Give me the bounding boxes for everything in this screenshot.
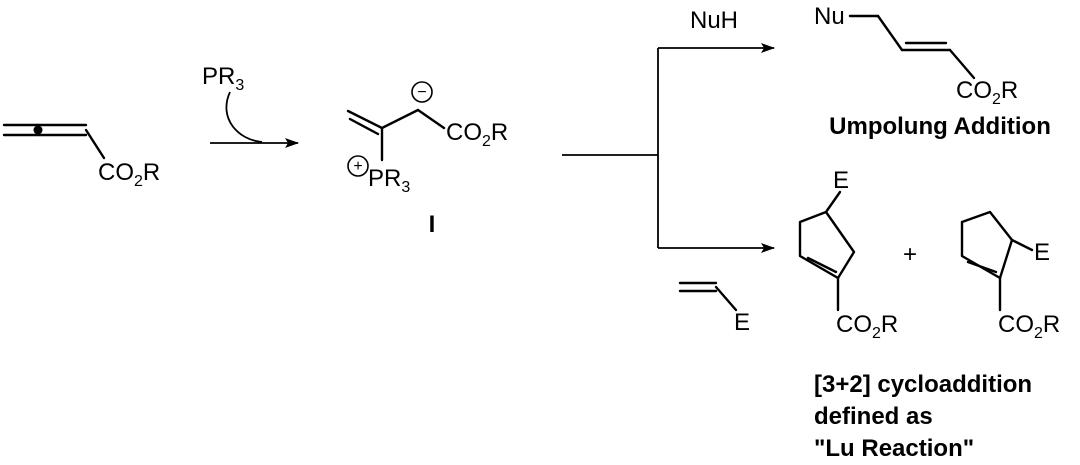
chain-bond [876, 14, 904, 52]
cycloadduct-b-substituent-label: E [1034, 239, 1050, 266]
cycloadduct-b-ester-label: CO2R [998, 311, 1060, 342]
plus-sign: + [903, 241, 917, 268]
allenoate-ester-label: CO2R [98, 159, 160, 190]
cyclopentene-ring [960, 210, 1014, 280]
nucleophile-group-label: Nu [814, 3, 845, 30]
caption-line-1: [3+2] cycloaddition [814, 371, 1032, 398]
nucleophile-reagent-label: NuH [690, 7, 738, 34]
positive-charge-sign: + [353, 158, 362, 175]
intermediate-ester-label: CO2R [446, 119, 508, 150]
umpolung-ester-label: CO2R [956, 77, 1018, 108]
branching-arrows: NuH E [562, 7, 775, 336]
caption-line-3: "Lu Reaction" [814, 435, 974, 462]
vinyl-double-bond [348, 117, 380, 136]
allenoate-structure: CO2R [2, 123, 160, 190]
allene-central-carbon [33, 125, 43, 135]
ring-double-bond [806, 256, 838, 274]
ester-bond [948, 48, 976, 80]
cycloadduct-a-substituent-label: E [833, 167, 849, 194]
positive-charge-symbol [347, 155, 369, 177]
umpolung-product-structure: Nu CO2R Umpolung Addition [814, 3, 1051, 140]
negative-charge-sign: − [417, 84, 426, 101]
ester-bond [84, 128, 106, 160]
phosphine-reagent-label: PR3 [202, 63, 244, 94]
lu-reaction-caption: [3+2] cycloaddition defined as "Lu React… [814, 371, 1032, 462]
vinyl-double-bond [346, 109, 384, 130]
chain-bond [380, 108, 420, 130]
cycloadduct-a-structure: E CO2R [798, 167, 898, 342]
cyclopentene-ring [798, 210, 856, 280]
substituent-bond [1010, 238, 1034, 252]
negative-charge-symbol [411, 81, 433, 103]
cycloadduct-a-ester-label: CO2R [836, 311, 898, 342]
curved-arrow [225, 91, 263, 143]
alkene-substituent-label: E [734, 309, 750, 336]
phosphonium-label: PR3 [368, 165, 410, 196]
chain-bond [416, 108, 446, 130]
substituent-bond [824, 190, 842, 214]
phosphine-addition-arrow: PR3 [202, 63, 299, 148]
umpolung-caption: Umpolung Addition [829, 113, 1051, 140]
alkene-bond [714, 285, 738, 312]
caption-line-2: defined as [814, 403, 933, 430]
intermediate-structure: − CO2R + PR3 I [346, 81, 508, 238]
cycloadduct-b-structure: E CO2R [960, 210, 1060, 342]
ring-double-bond [966, 260, 998, 274]
intermediate-label: I [429, 211, 436, 238]
